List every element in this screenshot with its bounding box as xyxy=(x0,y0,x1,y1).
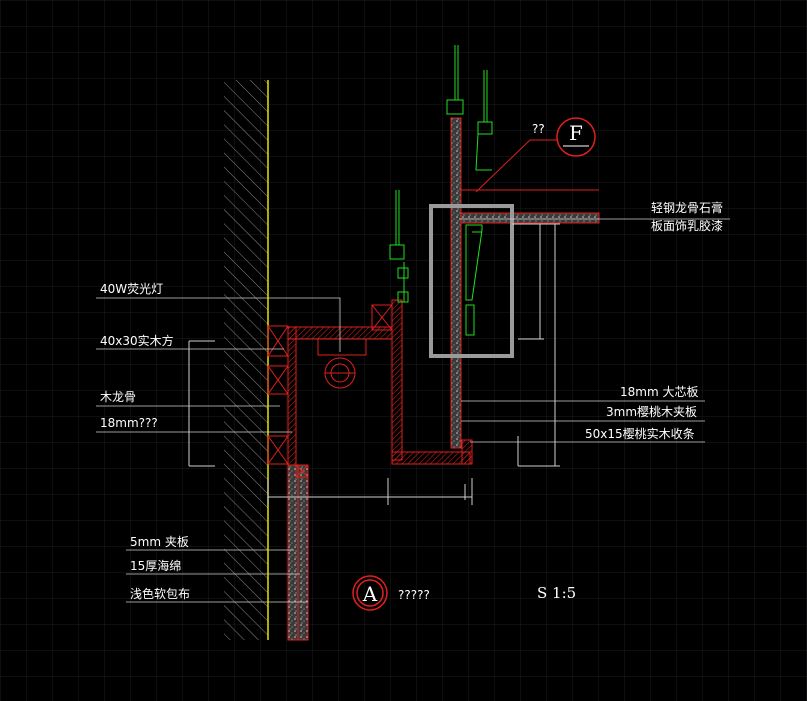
section-title: ????? xyxy=(398,588,430,602)
label-gypsum-line1: 轻钢龙骨石膏 xyxy=(651,200,723,215)
concrete-wall xyxy=(224,80,269,640)
upholstered-panel xyxy=(287,464,309,641)
section-marker-letter: A xyxy=(362,582,378,606)
fluorescent-lamp xyxy=(317,338,367,389)
section-marker: A xyxy=(352,575,388,611)
steel-hangers xyxy=(389,45,493,336)
label-fabric: 浅色软包布 xyxy=(130,587,190,601)
label-fluorescent-lamp: 40W荧光灯 xyxy=(100,282,163,296)
label-core-board: 18mm 大芯板 xyxy=(620,385,698,399)
detail-box xyxy=(429,204,514,358)
callout-f-question: ?? xyxy=(532,122,545,136)
callout-f-letter: F xyxy=(569,121,583,145)
dimension-lines xyxy=(188,223,560,505)
label-gypsum-line2: 板面饰乳胶漆 xyxy=(651,218,723,233)
ceiling-drop-panel xyxy=(450,117,462,449)
label-cherry-veneer: 3mm樱桃木夹板 xyxy=(606,404,697,419)
label-plywood-5: 5mm 夹板 xyxy=(130,535,189,549)
gypsum-board xyxy=(460,212,600,224)
label-sponge-15: 15厚海绵 xyxy=(130,558,181,573)
label-cherry-strip: 50x15樱桃实木收条 xyxy=(585,426,695,441)
callout-f: F ?? xyxy=(475,117,596,193)
cove-box xyxy=(267,299,473,466)
label-plywood-18: 18mm??? xyxy=(100,416,158,430)
drawing-scale: S 1:5 xyxy=(537,584,576,602)
label-wood-batten: 40x30实木方 xyxy=(100,333,174,348)
label-wood-keel: 木龙骨 xyxy=(100,390,136,404)
leader-lines xyxy=(96,218,730,603)
